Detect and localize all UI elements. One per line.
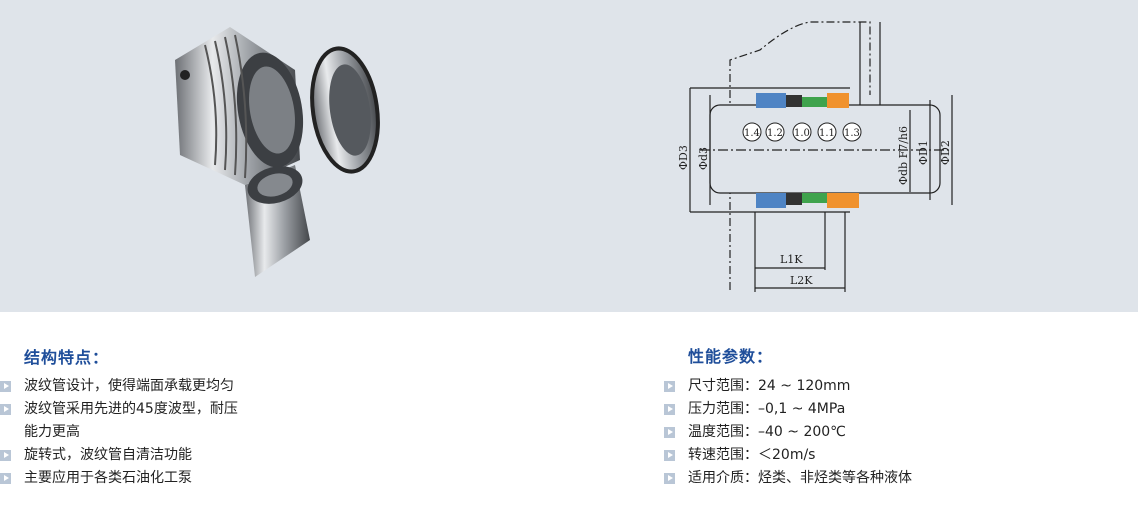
callout-1-4: 1.4 (744, 128, 760, 139)
feature-text-continued: 能力更高 (24, 424, 80, 440)
seal-parts-bottom (756, 193, 859, 208)
bullet-arrow-icon (0, 404, 11, 415)
list-item: 适用介质：烃类、非烃类等各种液体 (664, 467, 912, 490)
params-heading: 性能参数： (688, 347, 774, 366)
features-list: 波纹管设计，使得端面承载更均匀 波纹管采用先进的45度波型，耐压能力更高 旋转式… (0, 375, 238, 490)
param-text: 尺寸范围：24 ~ 120mm (688, 378, 851, 394)
callout-1-2: 1.2 (767, 128, 783, 139)
list-item: 尺寸范围：24 ~ 120mm (664, 375, 912, 398)
list-item: 旋转式，波纹管自清洁功能 (0, 444, 238, 467)
param-text: 转速范围：＜20m/s (688, 447, 816, 463)
seal-cross-section-drawing: 1.4 1.2 1.0 1.1 1.3 ΦD3 Φd3 Φdb F7/h6 ΦD… (677, 21, 953, 292)
bullet-arrow-icon (664, 381, 675, 392)
bullet-arrow-icon (664, 427, 675, 438)
param-text: 适用介质：烃类、非烃类等各种液体 (688, 470, 912, 486)
part-callouts: 1.4 1.2 1.0 1.1 1.3 (742, 122, 862, 142)
stationary-ring (245, 165, 310, 277)
dim-L2K: L2K (790, 274, 813, 287)
feature-text: 波纹管采用先进的45度波型，耐压 (24, 401, 238, 417)
bullet-arrow-icon (664, 404, 675, 415)
features-heading: 结构特点： (24, 348, 110, 367)
callout-1-3: 1.3 (844, 128, 860, 139)
list-item: 主要应用于各类石油化工泵 (0, 467, 238, 490)
dim-d3: Φd3 (697, 147, 710, 170)
dim-db: Φdb F7/h6 (897, 126, 910, 185)
product-photo (175, 27, 380, 277)
dim-D3: ΦD3 (677, 145, 690, 170)
list-item: 压力范围：–0,1 ~ 4MPa (664, 398, 912, 421)
dim-D1: ΦD1 (917, 140, 930, 165)
feature-text: 主要应用于各类石油化工泵 (24, 470, 192, 486)
callout-1-0: 1.0 (794, 128, 810, 139)
param-text: 压力范围：–0,1 ~ 4MPa (688, 401, 846, 417)
list-item: 波纹管设计，使得端面承载更均匀 (0, 375, 238, 398)
list-item: 波纹管采用先进的45度波型，耐压能力更高 (0, 398, 238, 444)
bullet-arrow-icon (0, 473, 11, 484)
callout-1-1: 1.1 (819, 128, 835, 139)
list-item: 温度范围：–40 ~ 200℃ (664, 421, 912, 444)
list-item: 转速范围：＜20m/s (664, 444, 912, 467)
dim-L1K: L1K (780, 253, 803, 266)
feature-text: 波纹管设计，使得端面承载更均匀 (24, 378, 234, 394)
bullet-arrow-icon (0, 450, 11, 461)
dim-D2: ΦD2 (939, 140, 952, 165)
bullet-arrow-icon (0, 381, 11, 392)
bullet-arrow-icon (664, 450, 675, 461)
bellows-assembly (175, 27, 304, 185)
seal-parts-top (756, 93, 849, 108)
param-text: 温度范围：–40 ~ 200℃ (688, 424, 846, 440)
bullet-arrow-icon (664, 473, 675, 484)
rotating-ring (310, 46, 380, 174)
feature-text: 旋转式，波纹管自清洁功能 (24, 447, 192, 463)
params-list: 尺寸范围：24 ~ 120mm 压力范围：–0,1 ~ 4MPa 温度范围：–4… (664, 375, 912, 490)
